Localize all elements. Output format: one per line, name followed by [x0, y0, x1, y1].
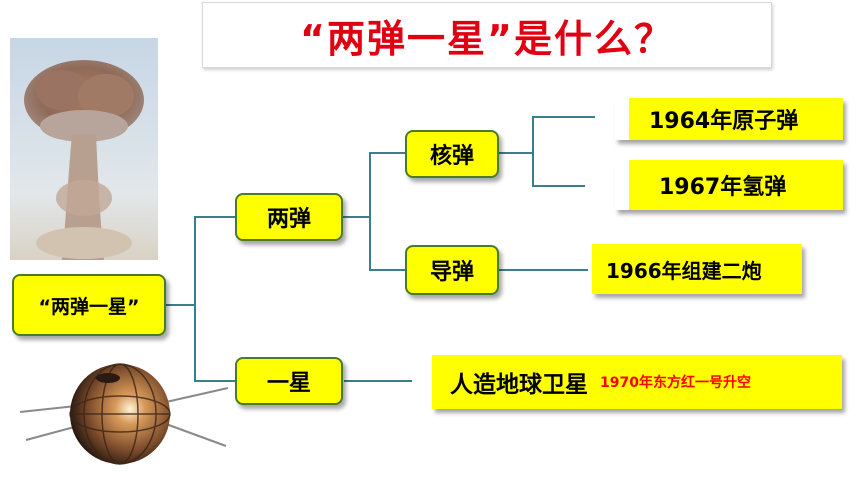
- page-title: “两弹一星”是什么？: [300, 16, 674, 61]
- leaf-missile-unit-label: 1966年组建二炮: [606, 258, 762, 283]
- leaf-atomic-label: 1964年原子弹: [649, 109, 799, 134]
- leaf-accent-bar: [615, 98, 629, 140]
- leaf-satellite: 人造地球卫星 1970年东方红一号升空: [432, 355, 842, 409]
- satellite-image: [16, 340, 230, 480]
- connector-two-bombs-missile: [369, 217, 405, 271]
- connector-nuclear-hydrogen: [532, 153, 585, 187]
- branch-one-star-label: 一星: [266, 371, 311, 396]
- title-box: “两弹一星”是什么？: [202, 2, 772, 68]
- connector-root-one-star: [194, 305, 235, 382]
- leaf-missile-unit: 1966年组建二炮: [592, 244, 802, 294]
- branch-two-bombs: 两弹: [235, 193, 343, 241]
- sub-missile-label: 导弹: [429, 260, 474, 285]
- mushroom-cloud-image: [10, 38, 158, 260]
- connector-two-bombs-nuclear: [342, 152, 405, 218]
- connector-nuclear-atomic: [498, 116, 595, 154]
- sub-nuclear-label: 核弹: [429, 144, 474, 169]
- root-label: “两弹一星”: [38, 295, 140, 318]
- sub-nuclear: 核弹: [405, 130, 499, 178]
- connector-root-two-bombs: [165, 216, 235, 306]
- leaf-satellite-label: 人造地球卫星: [450, 372, 588, 398]
- branch-two-bombs-label: 两弹: [266, 207, 311, 232]
- leaf-atomic-bomb: 1964年原子弹: [615, 98, 843, 140]
- sub-missile: 导弹: [405, 245, 499, 295]
- leaf-accent-bar: [615, 160, 629, 210]
- leaf-satellite-note: 1970年东方红一号升空: [600, 375, 751, 391]
- branch-one-star: 一星: [235, 357, 343, 405]
- root-node: “两弹一星”: [12, 274, 166, 336]
- leaf-hydrogen-label: 1967年氢弹: [659, 175, 787, 200]
- leaf-hydrogen-bomb: 1967年氢弹: [615, 160, 843, 210]
